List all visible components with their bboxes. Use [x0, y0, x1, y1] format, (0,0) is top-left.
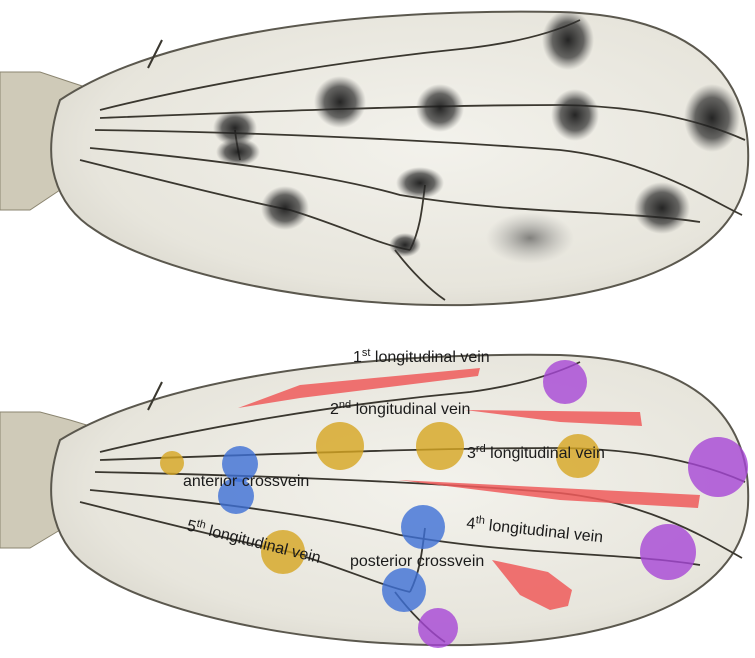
label-2nd-longitudinal-vein: 2nd longitudinal vein: [330, 399, 470, 418]
label-posterior-crossvein: posterior crossvein: [350, 553, 484, 570]
label-anterior-crossvein: anterior crossvein: [183, 473, 309, 490]
gold-marker: [316, 422, 364, 470]
label-1st-longitudinal-vein: 1st longitudinal vein: [353, 347, 490, 366]
purple-marker: [688, 437, 748, 497]
blue-marker: [401, 505, 445, 549]
blue-marker: [382, 568, 426, 612]
wing-photo-top: [0, 10, 748, 305]
purple-marker: [543, 360, 587, 404]
wing-annotated-bottom: 1st longitudinal vein 2nd longitudinal v…: [0, 347, 748, 648]
purple-marker: [418, 608, 458, 648]
purple-marker: [640, 524, 696, 580]
gold-marker: [160, 451, 184, 475]
label-3rd-longitudinal-vein: 3rd longitudinal vein: [467, 443, 605, 462]
gold-marker: [416, 422, 464, 470]
